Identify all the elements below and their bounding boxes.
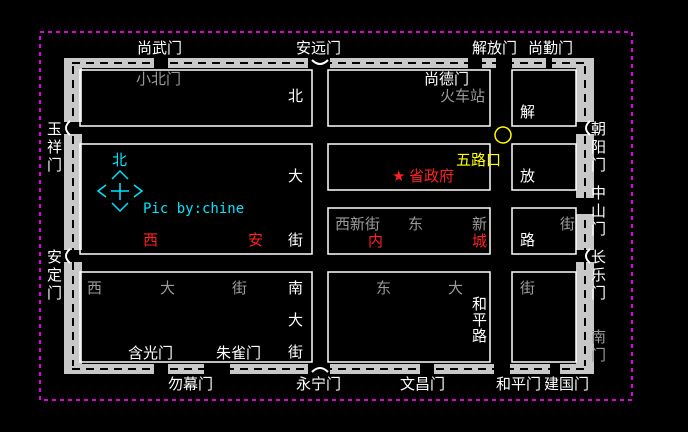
provincial-govt-label[interactable]: 省政府 <box>409 167 455 185</box>
gate-yongning-label[interactable]: 永宁门 <box>296 375 342 393</box>
street-dong-inner-char: 东 <box>408 215 424 233</box>
gate-jianguo-label[interactable]: 建国门 <box>544 375 590 393</box>
wulukou-junction <box>494 126 512 144</box>
street-da2-char: 大 <box>288 311 304 329</box>
street-nan-char: 南 <box>288 279 304 297</box>
compass-rose <box>96 169 144 213</box>
gate-anyuan-label[interactable]: 安远门 <box>296 39 342 57</box>
heping-road-he-char: 和 <box>472 295 488 313</box>
xian-an-char: 安 <box>248 231 264 249</box>
street-xi-da-char: 大 <box>160 279 176 297</box>
neicheng-nei-char: 内 <box>368 232 384 250</box>
heping-road-ping-char: 平 <box>472 311 488 329</box>
gate-arcs <box>65 59 591 373</box>
jiefang-road-jie-char: 解 <box>520 103 536 121</box>
street-dong-char: 东 <box>376 279 392 297</box>
gate-zhuque-label[interactable]: 朱雀门 <box>216 344 262 362</box>
gate-shangwu-label[interactable]: 尚武门 <box>137 39 183 57</box>
train-station-label[interactable]: 火车站 <box>440 87 486 105</box>
gate-jiefang-label[interactable]: 解放门 <box>472 39 518 57</box>
gate-hanguang-label[interactable]: 含光门 <box>128 344 174 362</box>
gate-yuxiang-label[interactable]: 玉祥门 <box>47 120 63 174</box>
street-blocks <box>79 69 577 363</box>
gate-heping-label[interactable]: 和平门 <box>496 375 542 393</box>
street-xi-jie-char: 街 <box>232 279 248 297</box>
gate-wumu-label[interactable]: 勿幕门 <box>168 375 214 393</box>
heping-road-lu-char: 路 <box>472 327 488 345</box>
street-jie2-char: 街 <box>288 343 304 361</box>
gate-xiaobei-label[interactable]: 小北门 <box>136 70 182 88</box>
street-xixinjie-label: 西新街 <box>335 215 381 233</box>
provincial-govt-star-icon: ★ <box>392 167 406 185</box>
street-xin-char: 新 <box>472 215 488 233</box>
compass-north-label: 北 <box>112 151 128 169</box>
street-bei-char: 北 <box>288 87 304 105</box>
neicheng-cheng-char: 城 <box>472 232 488 250</box>
xian-xi-char: 西 <box>143 231 159 249</box>
gate-wenchang-label[interactable]: 文昌门 <box>400 375 446 393</box>
street-jie-right-char: 街 <box>560 215 576 233</box>
street-da1-char: 大 <box>288 167 304 185</box>
map-credit: Pic by:chine <box>143 201 245 217</box>
map-frame <box>39 31 633 401</box>
street-xi-char: 西 <box>87 279 103 297</box>
gate-chaoyang-label[interactable]: 朝阳门 <box>591 120 607 174</box>
jiefang-road-fang-char: 放 <box>520 167 536 185</box>
street-dong-jie-char: 街 <box>520 279 536 297</box>
gate-shangqin-label[interactable]: 尚勤门 <box>528 39 574 57</box>
gate-anding-label[interactable]: 安定门 <box>47 248 63 302</box>
jiefang-road-lu-char: 路 <box>520 231 536 249</box>
street-dong-da-char: 大 <box>448 279 464 297</box>
shangde-gate-label[interactable]: 尚德门 <box>424 70 470 88</box>
wulukou-label[interactable]: 五路口 <box>456 151 502 169</box>
gate-zhongshan-label[interactable]: 中山门 <box>591 184 607 238</box>
gate-nanfang-label[interactable]: 南门 <box>591 328 607 364</box>
street-jie1-char: 街 <box>288 231 304 249</box>
gate-changle-label[interactable]: 长乐门 <box>591 248 607 302</box>
